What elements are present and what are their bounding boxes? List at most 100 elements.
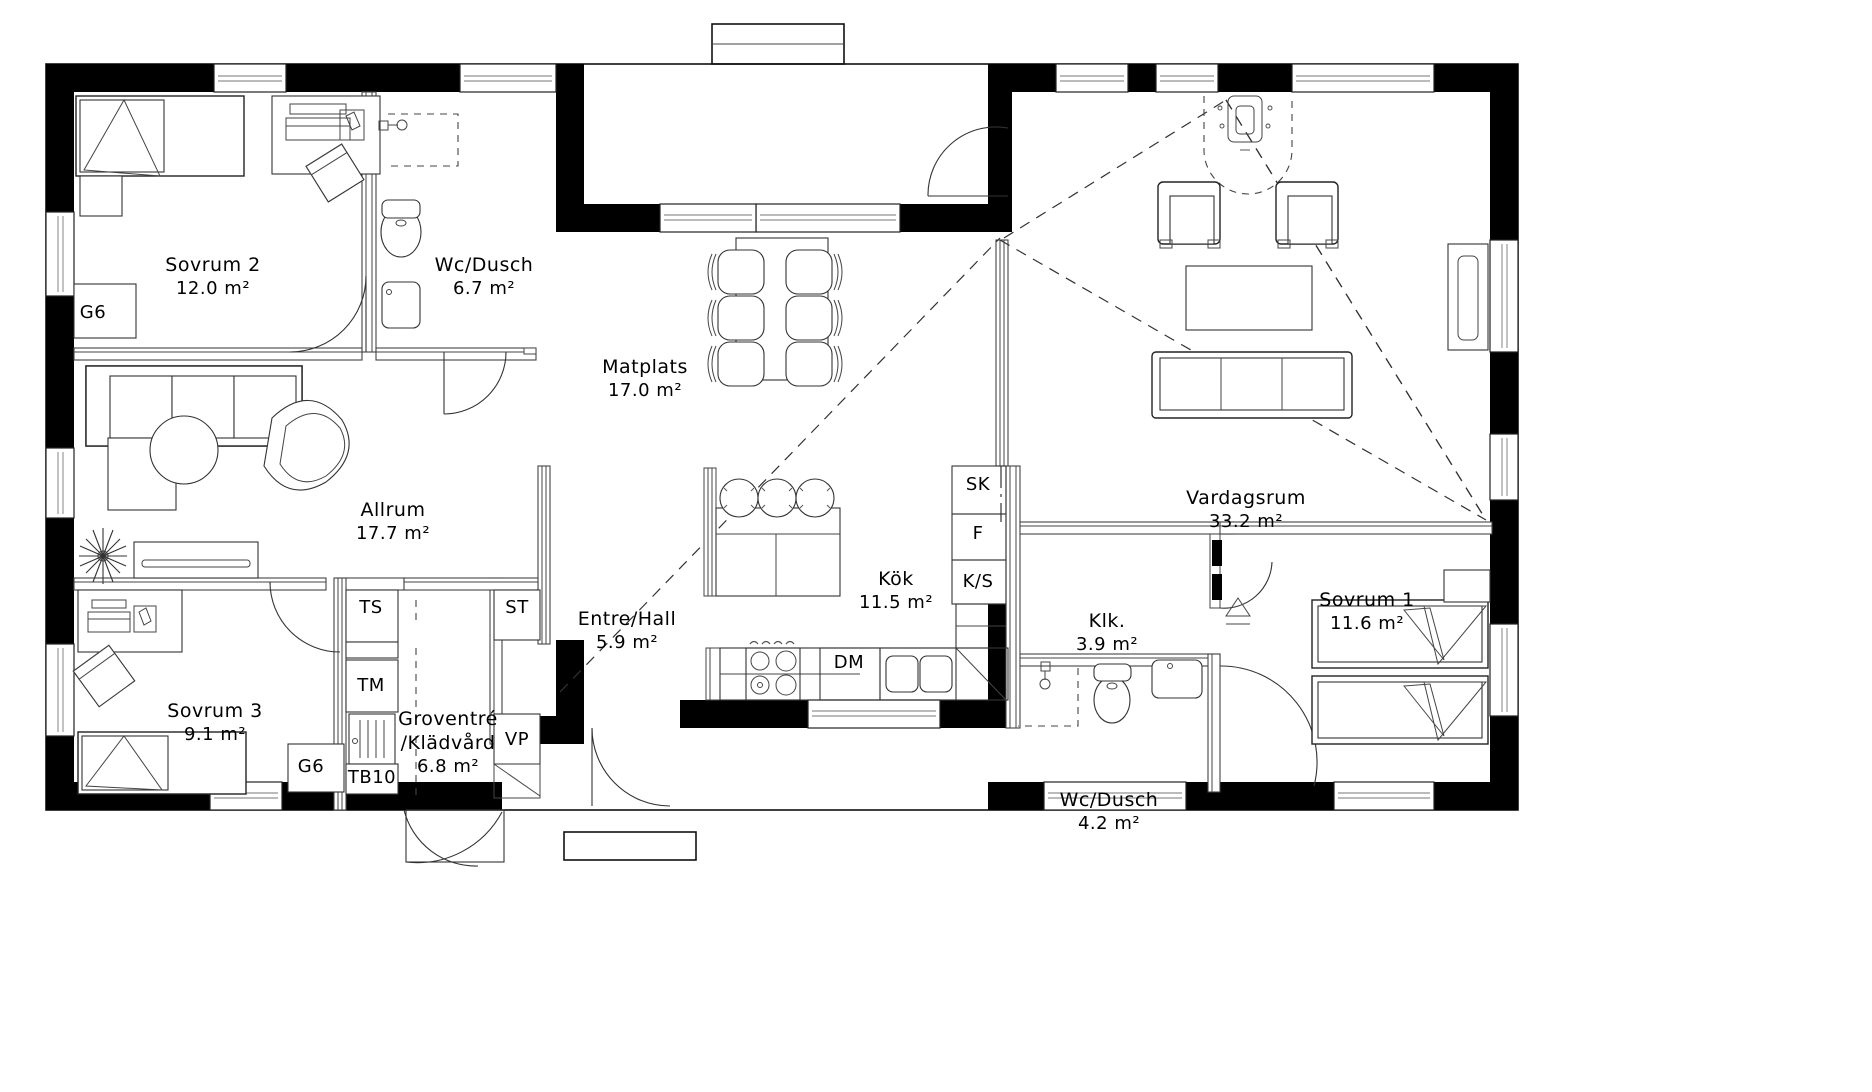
- room-unit: m²: [1112, 633, 1139, 655]
- room-area: 9.1: [183, 723, 215, 745]
- door-klk: [1219, 561, 1273, 609]
- room-name: Vardagsrum: [1186, 486, 1306, 509]
- furniture-sovrum3: [72, 589, 345, 795]
- room-unit: m²: [453, 756, 480, 778]
- furniture-matplats: [707, 237, 843, 387]
- armchair-1: [1157, 181, 1221, 249]
- window-dining-2: [659, 203, 757, 233]
- room-unit: m²: [907, 591, 934, 613]
- furniture-sovrum1: [1311, 569, 1491, 745]
- room-name: Sovrum 1: [1319, 588, 1415, 611]
- fixture-tag-st: ST: [505, 597, 529, 618]
- shower-mixer-2: [1039, 661, 1051, 690]
- window-bottom-2: [807, 699, 941, 729]
- furniture-tall-cabinets: [951, 465, 1007, 605]
- ceiling-slope-lines: [559, 99, 1487, 693]
- fixture-tag-g6-bottom: G6: [297, 756, 325, 777]
- window-right-3: [1489, 623, 1519, 717]
- furniture-klk: [1212, 540, 1251, 625]
- door-wcdusch1: [443, 351, 507, 415]
- structural-wall-jogs: [556, 64, 1012, 744]
- shower-mixer-1: [378, 119, 408, 131]
- room-area: 3.9: [1075, 633, 1107, 655]
- chair-sovrum2: [305, 143, 365, 203]
- armchair-2: [1275, 181, 1339, 249]
- window-right-1: [1489, 239, 1519, 353]
- plant-allrum: [79, 528, 127, 584]
- window-top-3: [1055, 63, 1129, 93]
- room-unit: m²: [224, 277, 251, 299]
- window-dining-1: [755, 203, 901, 233]
- door-swings: [269, 126, 1318, 867]
- fixture-tag-ks: K/S: [962, 571, 994, 592]
- furniture-sovrum2: [73, 95, 381, 339]
- toilet-1: [380, 199, 422, 258]
- furniture-allrum: [79, 365, 350, 584]
- fixture-tag-ts: TS: [359, 597, 383, 618]
- room-name: Wc/Dusch: [1059, 788, 1159, 811]
- window-bottom-4: [1333, 781, 1435, 811]
- door-groventre-exterior: [403, 809, 479, 867]
- room-area: 5.9: [595, 631, 627, 653]
- furniture-wcdusch2: [1018, 659, 1203, 727]
- windows: [45, 63, 1519, 811]
- room-name: Klk.: [1088, 609, 1126, 632]
- door-wcdusch2: [1219, 665, 1318, 787]
- fixture-tag-tb10: TB10: [347, 767, 397, 788]
- window-top-1: [213, 63, 287, 93]
- room-label-klk: Klk.3.9 m²: [1027, 560, 1187, 680]
- sink-2: [1151, 659, 1203, 699]
- dining-chairs: [707, 249, 843, 387]
- room-unit: m²: [632, 631, 659, 653]
- furniture-wcdusch1: [378, 113, 459, 329]
- furniture-vardagsrum: [1151, 95, 1489, 419]
- room-unit: m²: [489, 277, 516, 299]
- fixture-tag-sk: SK: [965, 474, 991, 495]
- window-top-2: [459, 63, 557, 93]
- toilet-2: [1093, 663, 1132, 724]
- room-unit: m²: [1378, 612, 1405, 634]
- room-area: 11.6: [1329, 612, 1373, 634]
- wood-stove: [1203, 95, 1293, 195]
- room-unit: m²: [656, 379, 683, 401]
- room-name: Allrum: [360, 498, 426, 521]
- room-name: Groventré /Klädvård: [398, 707, 498, 754]
- window-left-2: [45, 447, 75, 519]
- armchair-allrum: [263, 399, 350, 491]
- furniture-groventre: [345, 589, 541, 799]
- sink-1: [381, 281, 421, 329]
- door-entry: [591, 727, 671, 807]
- room-area: 4.2: [1077, 812, 1109, 834]
- room-name: Sovrum 3: [167, 699, 263, 722]
- room-area: 6.8: [416, 756, 448, 778]
- room-unit: m²: [220, 723, 247, 745]
- room-name: Wc/Dusch: [434, 253, 534, 276]
- room-unit: m²: [1257, 510, 1284, 532]
- furniture-kitchen-island: [703, 467, 841, 597]
- window-left-1: [45, 211, 75, 297]
- window-top-4: [1155, 63, 1219, 93]
- chair-sovrum3: [72, 644, 136, 708]
- room-area: 17.7: [355, 522, 399, 544]
- room-area: 11.5: [858, 591, 902, 613]
- room-unit: m²: [1114, 812, 1141, 834]
- fixture-tag-f: F: [972, 523, 984, 544]
- window-bottom-3: [1043, 781, 1187, 811]
- exterior-appendages: [405, 23, 845, 864]
- fixture-tag-dm: DM: [833, 652, 865, 673]
- bar-stools: [719, 478, 835, 518]
- door-sovrum3: [269, 581, 341, 653]
- room-name: Entre/Hall: [577, 607, 677, 630]
